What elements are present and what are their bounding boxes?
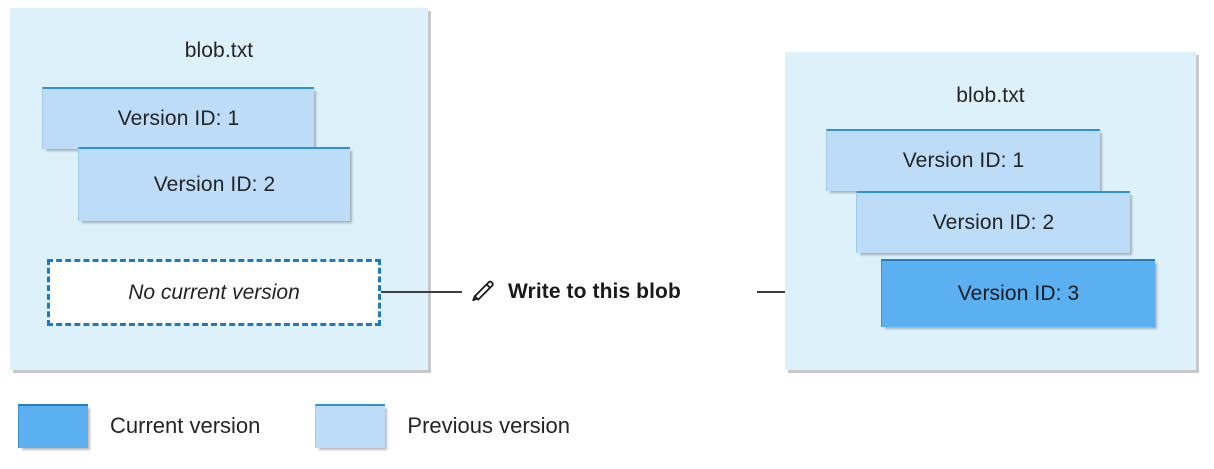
version-card-before-1: Version ID: 1 — [42, 87, 314, 149]
legend-swatch-previous — [315, 404, 386, 448]
version-card-label: Version ID: 2 — [153, 173, 276, 196]
version-card-after-1: Version ID: 1 — [826, 129, 1100, 191]
version-card-label: Version ID: 1 — [902, 149, 1025, 172]
version-card-label: Version ID: 1 — [117, 107, 240, 130]
legend-label-previous: Previous version — [407, 413, 571, 438]
blob-name-label-after: blob.txt — [956, 84, 1025, 107]
legend: Current version Previous version — [18, 404, 570, 448]
legend-swatch-current — [18, 404, 88, 448]
version-card-after-2: Version ID: 2 — [856, 191, 1130, 253]
no-current-version-label: No current version — [128, 280, 300, 304]
version-card-after-3-current: Version ID: 3 — [881, 259, 1155, 327]
pencil-icon — [468, 277, 498, 307]
version-card-label: Version ID: 3 — [957, 282, 1080, 305]
connector-line-left — [381, 291, 462, 293]
blob-name-label-before: blob.txt — [184, 39, 254, 62]
no-current-version-box: No current version — [47, 259, 381, 326]
version-card-label: Version ID: 2 — [932, 211, 1055, 234]
legend-label-current: Current version — [110, 413, 261, 438]
legend-item-current-version: Current version — [18, 404, 260, 448]
write-to-blob-annotation: Write to this blob — [468, 272, 681, 312]
write-to-blob-label: Write to this blob — [508, 280, 681, 303]
legend-item-previous-version: Previous version — [315, 404, 570, 448]
version-card-before-2: Version ID: 2 — [78, 147, 350, 221]
